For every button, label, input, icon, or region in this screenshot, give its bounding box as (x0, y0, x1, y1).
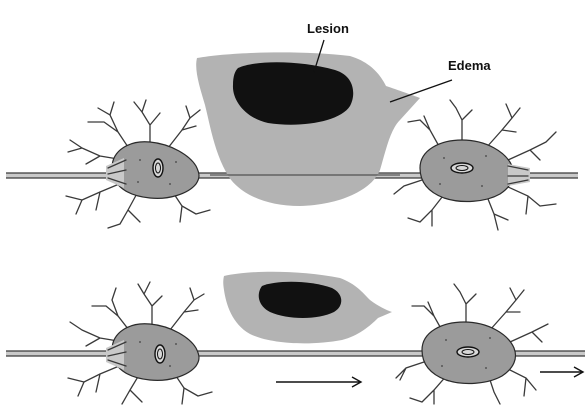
top-left-neuron (66, 100, 210, 228)
bottom-right-neuron (396, 284, 548, 404)
bottom-left-neuron (68, 282, 212, 404)
conduction-arrow-right (540, 367, 583, 377)
bottom-panel (6, 272, 585, 404)
top-panel: Lesion Edema (6, 21, 578, 230)
top-right-neuron (394, 100, 556, 230)
edema-label: Edema (448, 58, 491, 73)
conduction-arrow-middle (276, 377, 361, 387)
top-lesion (233, 62, 353, 124)
lesion-label: Lesion (307, 21, 349, 36)
